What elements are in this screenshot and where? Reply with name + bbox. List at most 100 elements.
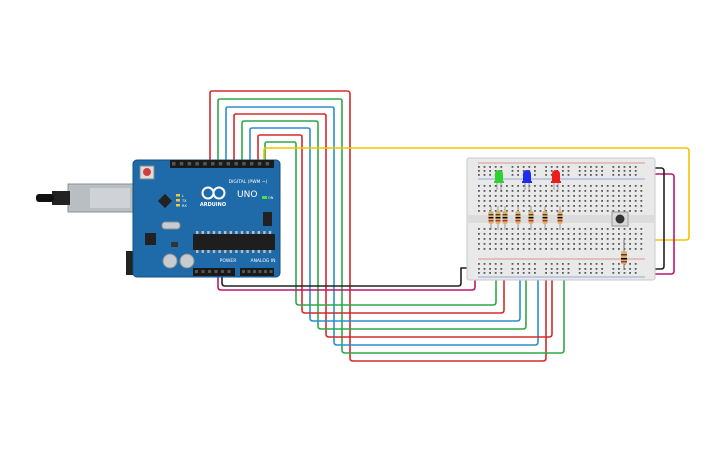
rail-hole[interactable] [567, 174, 570, 176]
breadboard-hole[interactable] [534, 210, 536, 212]
breadboard-hole[interactable] [483, 248, 486, 250]
breadboard-hole[interactable] [556, 205, 559, 207]
breadboard-hole[interactable] [567, 195, 570, 197]
breadboard-hole[interactable] [545, 210, 547, 212]
rail-hole[interactable] [562, 268, 564, 270]
breadboard-hole[interactable] [483, 238, 486, 240]
breadboard-hole[interactable] [545, 243, 547, 245]
breadboard-hole[interactable] [517, 243, 519, 245]
rail-hole[interactable] [534, 166, 536, 168]
rail-hole[interactable] [601, 170, 603, 172]
rail-hole[interactable] [489, 174, 491, 176]
breadboard-hole[interactable] [595, 248, 598, 250]
breadboard-hole[interactable] [500, 243, 503, 245]
rail-hole[interactable] [562, 166, 564, 168]
rail-hole[interactable] [629, 166, 631, 168]
resistor[interactable] [502, 211, 508, 224]
breadboard-hole[interactable] [550, 185, 553, 187]
digital-pin[interactable] [234, 162, 238, 166]
rail-hole[interactable] [528, 272, 531, 274]
breadboard-hole[interactable] [584, 238, 587, 240]
breadboard-hole[interactable] [556, 195, 559, 197]
breadboard-hole[interactable] [618, 228, 620, 230]
breadboard-hole[interactable] [534, 238, 536, 240]
breadboard-hole[interactable] [511, 200, 514, 202]
rail-hole[interactable] [601, 263, 603, 265]
breadboard-hole[interactable] [562, 200, 564, 202]
breadboard-hole[interactable] [629, 190, 631, 192]
breadboard-hole[interactable] [567, 210, 570, 212]
rail-hole[interactable] [534, 268, 536, 270]
breadboard-hole[interactable] [595, 233, 598, 235]
rail-hole[interactable] [511, 166, 514, 168]
breadboard-hole[interactable] [573, 190, 575, 192]
breadboard-hole[interactable] [623, 210, 626, 212]
breadboard-hole[interactable] [517, 233, 519, 235]
breadboard-hole[interactable] [640, 190, 643, 192]
resistor[interactable] [528, 211, 534, 224]
breadboard-hole[interactable] [590, 185, 592, 187]
breadboard-hole[interactable] [517, 190, 519, 192]
breadboard-hole[interactable] [595, 195, 598, 197]
rail-hole[interactable] [500, 263, 503, 265]
breadboard-hole[interactable] [606, 233, 609, 235]
breadboard-hole[interactable] [640, 185, 643, 187]
breadboard-hole[interactable] [483, 190, 486, 192]
breadboard-hole[interactable] [573, 200, 575, 202]
rail-hole[interactable] [612, 174, 615, 176]
breadboard-hole[interactable] [578, 238, 581, 240]
rail-hole[interactable] [550, 263, 553, 265]
wire-blue-2[interactable] [249, 127, 521, 322]
breadboard-hole[interactable] [634, 195, 637, 197]
rail-hole[interactable] [618, 268, 620, 270]
breadboard-hole[interactable] [562, 210, 564, 212]
wire-green-1[interactable] [217, 98, 565, 354]
breadboard-hole[interactable] [511, 228, 514, 230]
breadboard-hole[interactable] [528, 205, 531, 207]
breadboard-hole[interactable] [545, 200, 547, 202]
breadboard-hole[interactable] [534, 243, 536, 245]
breadboard-hole[interactable] [522, 210, 525, 212]
rail-hole[interactable] [556, 268, 559, 270]
breadboard-hole[interactable] [640, 243, 643, 245]
breadboard-hole[interactable] [489, 205, 491, 207]
breadboard-hole[interactable] [595, 210, 598, 212]
breadboard-hole[interactable] [567, 238, 570, 240]
breadboard-hole[interactable] [528, 233, 531, 235]
breadboard-hole[interactable] [489, 195, 491, 197]
breadboard-hole[interactable] [483, 195, 486, 197]
breadboard-hole[interactable] [494, 233, 497, 235]
breadboard-hole[interactable] [494, 243, 497, 245]
rail-hole[interactable] [578, 263, 581, 265]
breadboard-hole[interactable] [494, 210, 497, 212]
breadboard-hole[interactable] [550, 205, 553, 207]
breadboard-hole[interactable] [534, 205, 536, 207]
breadboard-hole[interactable] [578, 243, 581, 245]
breadboard-hole[interactable] [578, 248, 581, 250]
power-pin[interactable] [214, 270, 218, 273]
breadboard-hole[interactable] [528, 243, 531, 245]
resistor[interactable] [542, 211, 548, 224]
rail-hole[interactable] [511, 170, 514, 172]
breadboard-hole[interactable] [612, 185, 615, 187]
rail-hole[interactable] [556, 166, 559, 168]
rail-hole[interactable] [528, 263, 531, 265]
rail-hole[interactable] [494, 166, 497, 168]
breadboard-hole[interactable] [517, 248, 519, 250]
breadboard-hole[interactable] [539, 243, 542, 245]
breadboard-hole[interactable] [634, 190, 637, 192]
rail-hole[interactable] [500, 166, 503, 168]
wire-red-2[interactable] [233, 113, 553, 338]
breadboard-hole[interactable] [640, 200, 643, 202]
breadboard-hole[interactable] [506, 238, 508, 240]
rail-hole[interactable] [618, 263, 620, 265]
breadboard-hole[interactable] [601, 228, 603, 230]
rail-hole[interactable] [567, 272, 570, 274]
breadboard-hole[interactable] [601, 210, 603, 212]
breadboard-hole[interactable] [612, 233, 615, 235]
resistor[interactable] [495, 211, 501, 224]
led-green[interactable] [494, 170, 504, 190]
rail-hole[interactable] [634, 170, 637, 172]
breadboard-hole[interactable] [545, 205, 547, 207]
breadboard-hole[interactable] [539, 248, 542, 250]
